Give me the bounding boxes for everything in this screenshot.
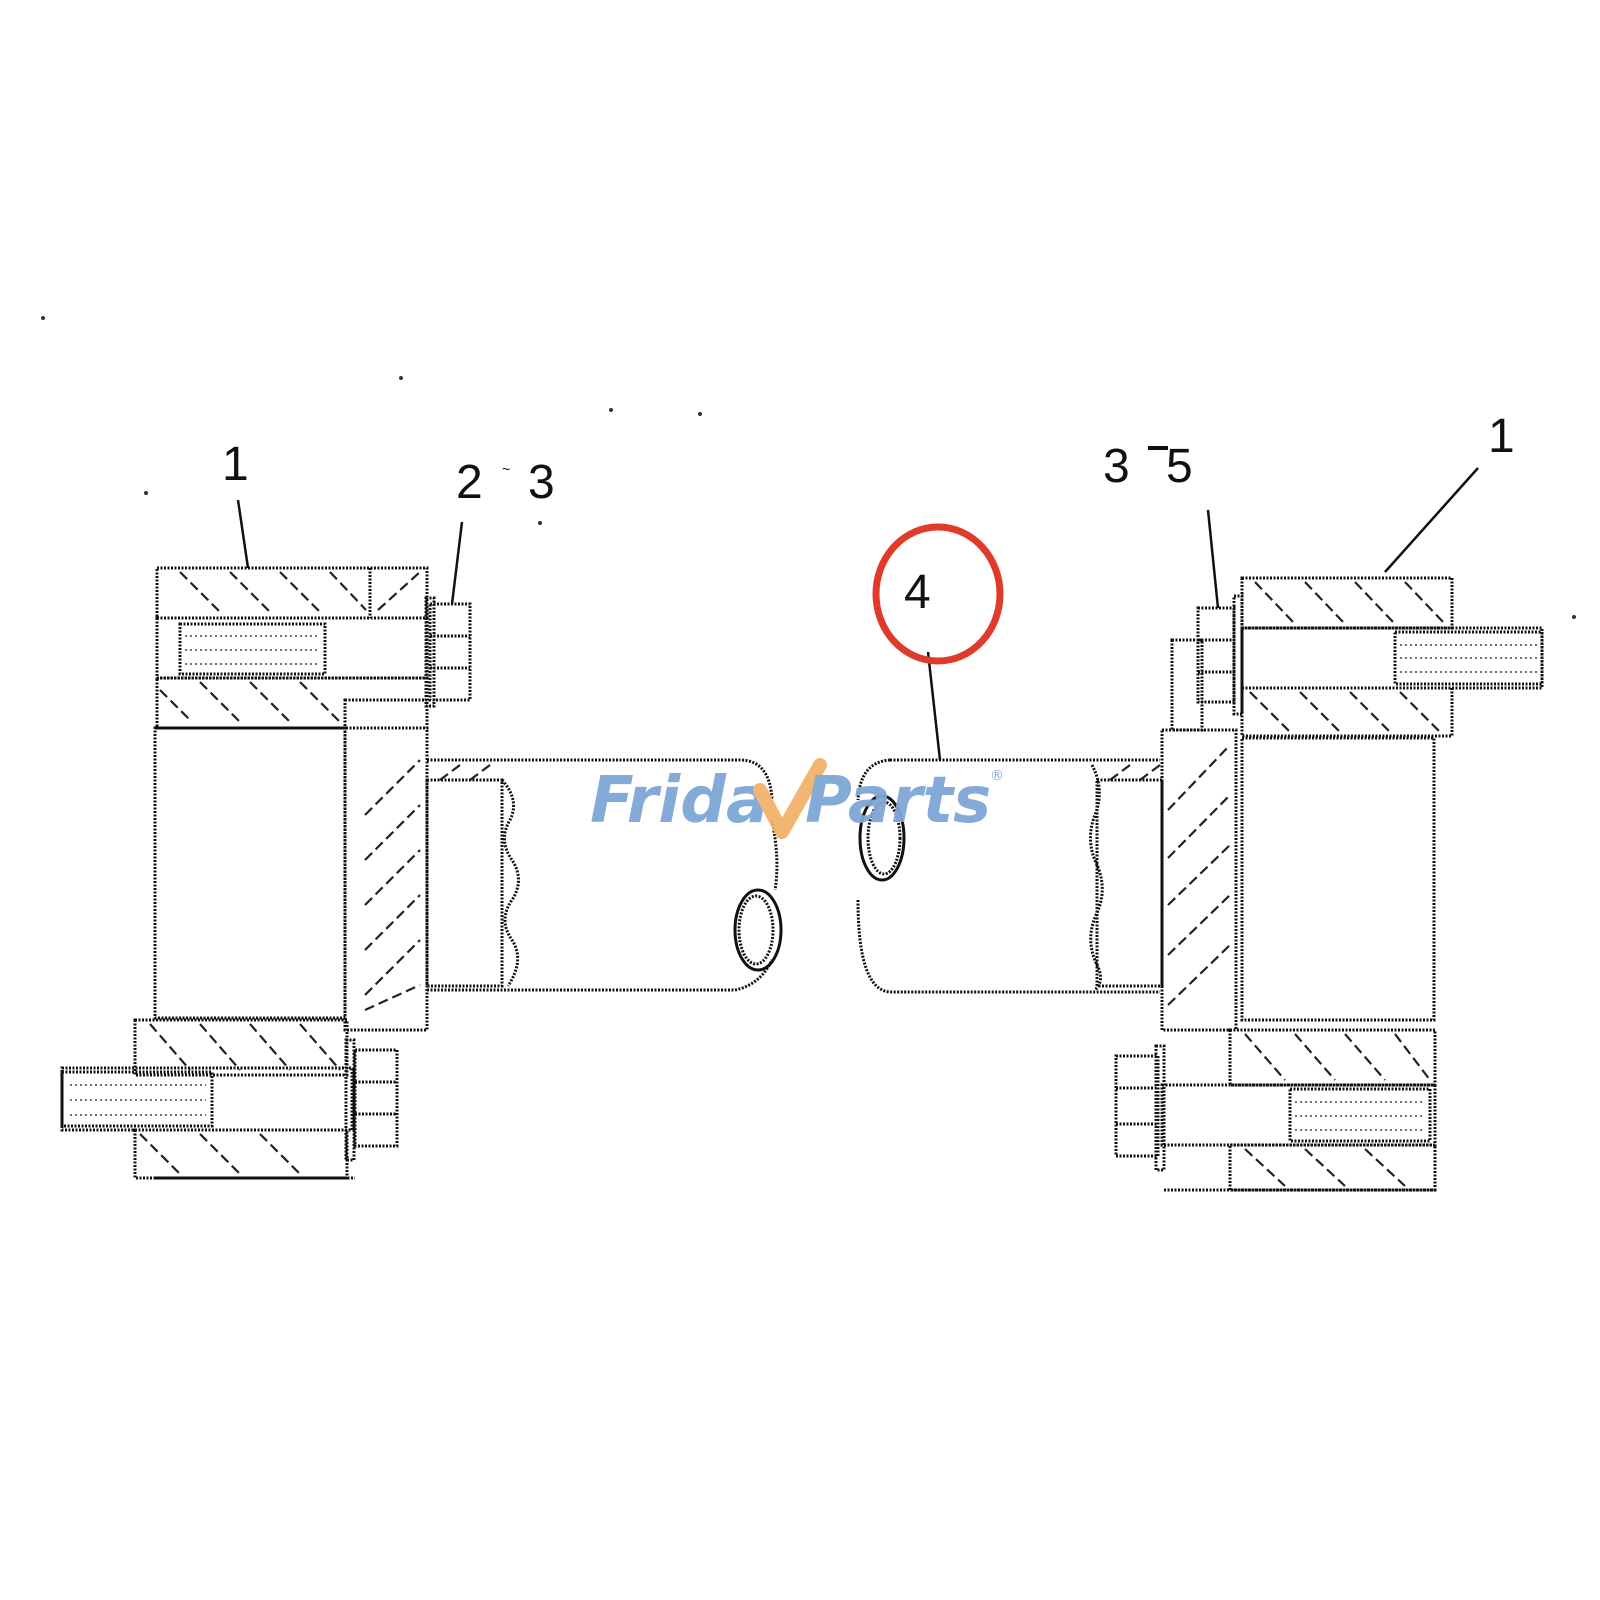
watermark-logo: Frida Parts ® (590, 758, 1004, 839)
callout-shaft: 4 (872, 523, 1004, 665)
callout-shaft-label: 4 (904, 566, 931, 619)
callout-right-bolt-to: 5 (1166, 440, 1193, 493)
leader-right-flange (1384, 467, 1479, 573)
watermark-text-friday: Frida (590, 764, 769, 838)
watermark-registered-icon: ® (990, 768, 1004, 784)
right-bottom-hatch (1244, 1033, 1431, 1081)
left-bottom-nut (344, 1038, 399, 1162)
right-bottom-bolt-head (1114, 1044, 1166, 1172)
right-mid-hatch (1249, 691, 1441, 733)
left-hub-hatch (364, 759, 421, 1012)
callouts: 1 2 ~ 3 3 5 1 4 (222, 410, 1515, 665)
left-top-bolt-head (424, 596, 472, 708)
leader-shaft (926, 651, 942, 761)
left-top-hatch (179, 571, 421, 615)
leader-lines (236, 467, 1479, 761)
callout-left-bolt-from: 2 (456, 456, 483, 509)
leader-right-bolt (1206, 509, 1220, 609)
left-bottom-bolt-thread (70, 1084, 206, 1116)
callout-right-bolt-range: 3 5 (1103, 440, 1193, 493)
left-top-bolt-thread (185, 635, 320, 665)
right-top-nut (1196, 594, 1244, 716)
watermark-text-parts: Parts (805, 764, 991, 838)
right-flange-assembly (1114, 576, 1544, 1192)
left-bottom-hatch (149, 1023, 341, 1071)
right-top-hatch (1254, 581, 1446, 625)
callout-left-bolt-sep: ~ (502, 461, 510, 477)
highlight-circle (872, 523, 1004, 665)
callout-right-flange: 1 (1488, 410, 1515, 463)
left-mid-hatch (159, 681, 341, 723)
right-bottom-bolt-thread (1295, 1101, 1425, 1131)
right-hub-hatch (1167, 744, 1231, 1006)
left-bottom-hatch-2 (139, 1133, 301, 1175)
right-top-bolt-thread (1400, 644, 1538, 673)
watermark-check-icon (753, 758, 827, 839)
right-bottom-hatch-2 (1244, 1148, 1406, 1187)
callout-right-bolt-sep (1148, 446, 1168, 450)
callout-right-bolt-from: 3 (1103, 440, 1130, 493)
left-flange-assembly (60, 566, 472, 1180)
callout-left-bolt-to: 3 (528, 456, 555, 509)
callout-left-flange: 1 (222, 438, 249, 491)
leader-left-flange (236, 499, 250, 569)
leader-left-bolt (450, 521, 464, 605)
scan-specks (41, 316, 1576, 619)
callout-left-bolt-range: 2 ~ 3 (456, 456, 555, 509)
